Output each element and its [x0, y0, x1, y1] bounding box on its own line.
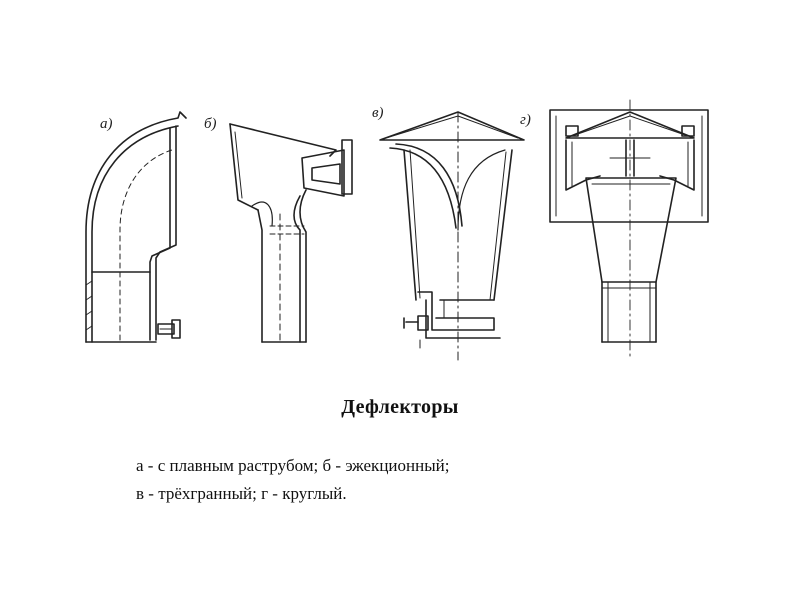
deflector-a: а) [85, 111, 187, 343]
deflector-c: в) [372, 105, 525, 361]
label-b: б) [204, 116, 217, 132]
label-c: в) [372, 105, 384, 121]
caption-line-1: а - с плавным раструбом; б - эжекционный… [136, 456, 450, 475]
deflector-d: г) [520, 99, 709, 361]
figure-title: Дефлекторы [341, 396, 459, 418]
label-a: а) [100, 116, 113, 132]
figure-caption: а - с плавным раструбом; б - эжекционный… [136, 452, 449, 508]
label-d: г) [520, 112, 531, 128]
deflector-drawings: а) б) [85, 99, 709, 361]
caption-line-2: в - трёхгранный; г - круглый. [136, 484, 347, 503]
deflector-b: б) [204, 116, 353, 343]
